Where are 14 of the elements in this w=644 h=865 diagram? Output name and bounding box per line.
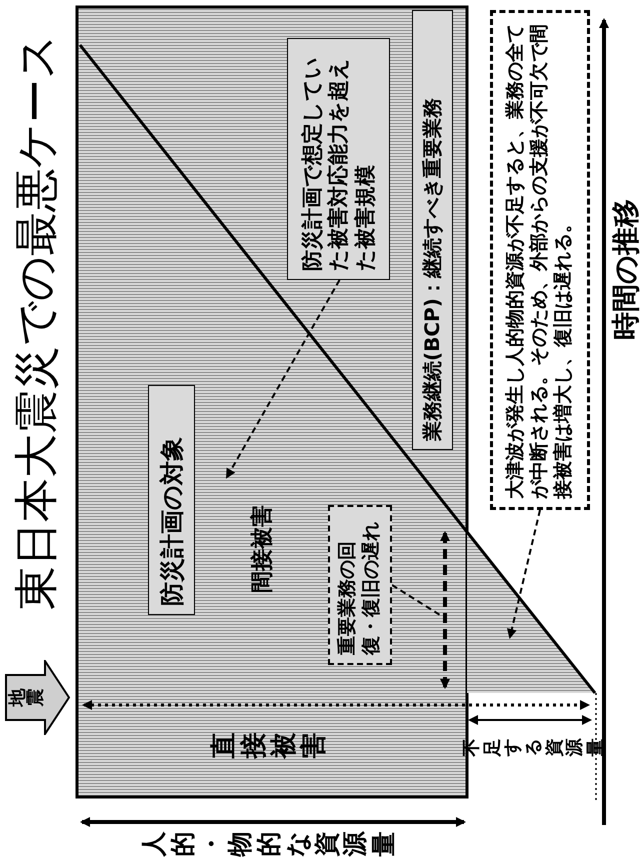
earthquake-arrow (5, 660, 70, 735)
text-box: 重要業務の回復・復旧の遅れ (328, 505, 392, 665)
text-box: 防災計画の対象 (148, 385, 195, 615)
area-label: 間接被害 (250, 505, 276, 593)
arrow-label: 地震 (9, 688, 45, 707)
text-box: 防災計画で想定していた被害対応能力を超えた被害規模 (287, 38, 390, 280)
title: 東日本大震災での最悪ケース (12, 34, 63, 610)
leader-line (506, 510, 541, 639)
text-box: 業務継続(BCP)：継続すべき重要業務 (412, 10, 453, 450)
callout-box: 大津波が発生し人的物的資源が不足すると、業務の全てが中断される。そのため、外部からの支援が不可欠で間接被害は増大し、復旧は遅れる。 (490, 10, 590, 510)
axis-label: 時間の推移 (610, 199, 642, 340)
axis-label: 人的・物的な資源量 (140, 830, 399, 857)
area-label: 直接被害 (210, 732, 330, 759)
leader-line (391, 584, 441, 616)
